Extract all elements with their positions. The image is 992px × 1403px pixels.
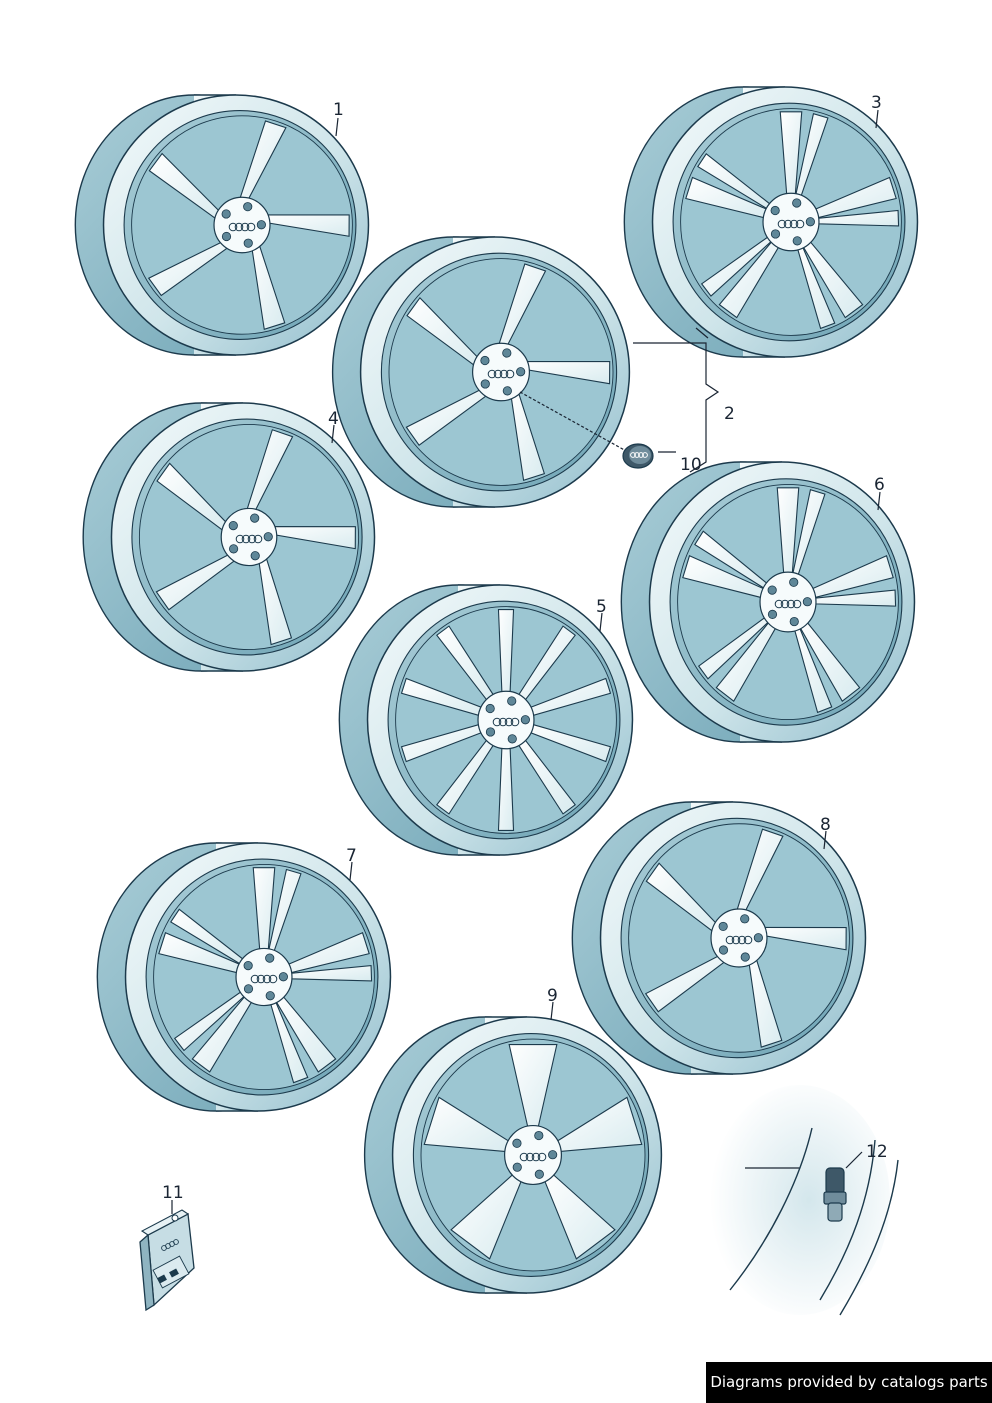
hub-cap-icon [519, 391, 654, 469]
wheel-8-icon [571, 801, 867, 1075]
four-rings-logo-icon [774, 599, 802, 609]
callout-10: 10 [680, 455, 702, 475]
callout-2: 2 [724, 404, 735, 424]
callout-9: 9 [547, 986, 558, 1006]
callout-1: 1 [333, 100, 344, 120]
callout-12: 12 [866, 1142, 888, 1162]
wheel-7-icon [96, 842, 392, 1112]
wheel-3-icon [623, 86, 919, 358]
wheel-1-icon [74, 94, 370, 356]
callout-6: 6 [874, 475, 885, 495]
callout-5: 5 [596, 597, 607, 617]
parts-packet-icon [139, 1209, 195, 1312]
tire-valve-icon [710, 1085, 899, 1316]
four-rings-logo-icon [250, 974, 278, 984]
callout-7: 7 [346, 846, 357, 866]
callout-labels: 1 2 3 4 5 6 7 8 9 10 11 12 [162, 93, 888, 1203]
four-rings-logo-icon [777, 219, 805, 229]
four-rings-logo-icon [519, 1152, 547, 1162]
footer-credit: Diagrams provided by catalogs parts [706, 1362, 992, 1403]
wheel-9-icon [363, 1016, 663, 1294]
callout-4: 4 [328, 409, 339, 429]
callout-leaders [171, 109, 881, 1214]
four-rings-logo-icon [725, 935, 753, 945]
four-rings-logo-icon [235, 534, 263, 544]
wheel-4-icon [82, 402, 376, 672]
callout-11: 11 [162, 1183, 184, 1203]
four-rings-logo-icon [492, 717, 520, 727]
wheel-6-icon [620, 461, 916, 743]
wheel-5-icon [338, 584, 634, 856]
wheel-2-icon [331, 236, 631, 508]
callout-3: 3 [871, 93, 882, 113]
four-rings-logo-icon [487, 369, 515, 379]
callout-8: 8 [820, 815, 831, 835]
four-rings-logo-icon [228, 222, 256, 232]
